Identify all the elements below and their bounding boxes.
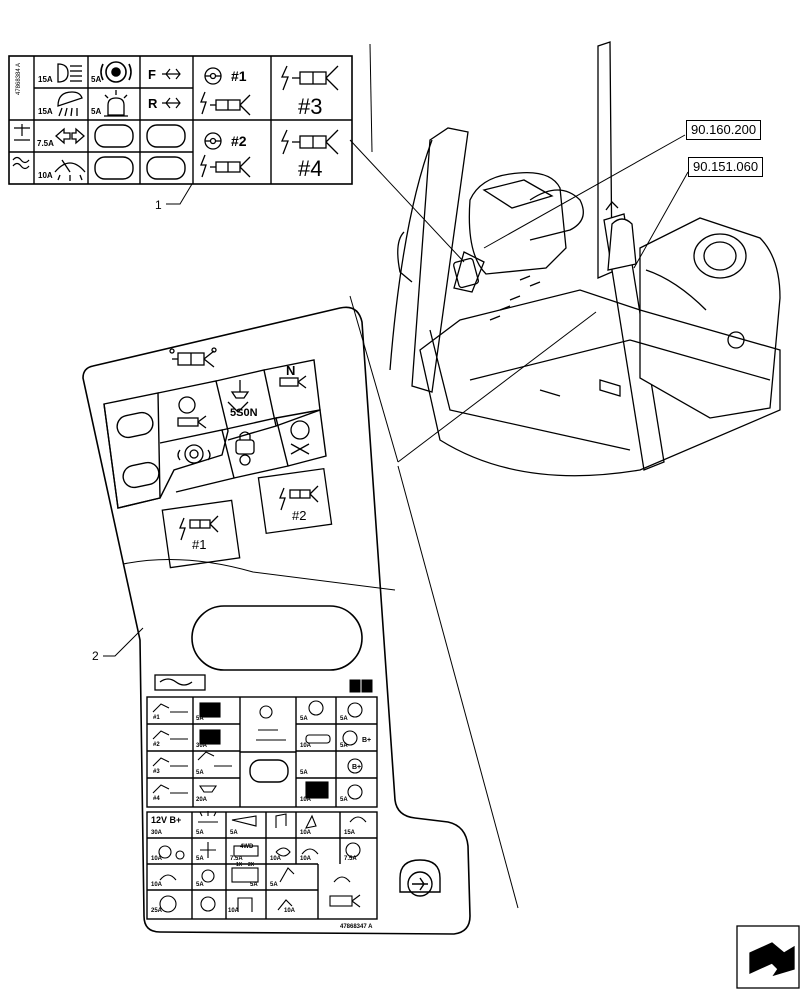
label-code: 47868347 A bbox=[340, 924, 373, 930]
callout-1-leader bbox=[166, 183, 193, 205]
svg-text:30A: 30A bbox=[196, 743, 208, 749]
fuse-label: 5A bbox=[91, 107, 101, 116]
navigation-arrow-icon[interactable] bbox=[736, 925, 800, 989]
headlight-icon bbox=[57, 63, 82, 83]
svg-text:5A: 5A bbox=[230, 830, 238, 836]
wiper-icon bbox=[54, 159, 86, 181]
svg-text:5A: 5A bbox=[196, 830, 204, 836]
label-window bbox=[191, 605, 363, 671]
svg-text:5A: 5A bbox=[196, 882, 204, 888]
parking-brake-icon bbox=[100, 61, 132, 83]
leader-line bbox=[349, 139, 465, 263]
svg-text:10A: 10A bbox=[300, 856, 312, 862]
work-light-icon bbox=[57, 91, 83, 117]
panel2-icons bbox=[161, 375, 333, 569]
svg-text:7.5A: 7.5A bbox=[344, 856, 357, 862]
fuse-label-panel-1 bbox=[8, 55, 353, 185]
valve-icon bbox=[169, 347, 217, 368]
cab-illustration bbox=[389, 41, 781, 477]
svg-text:10A: 10A bbox=[300, 743, 312, 749]
fuse-label: 10A bbox=[38, 171, 53, 180]
svg-text:5A: 5A bbox=[340, 797, 348, 803]
upper-switch-grid bbox=[103, 359, 327, 509]
svg-text:10A: 10A bbox=[151, 882, 163, 888]
valve-icon bbox=[210, 65, 339, 178]
svg-text:25A: 25A bbox=[151, 908, 163, 914]
svg-text:#4: #4 bbox=[153, 796, 160, 802]
svg-text:5A: 5A bbox=[340, 716, 348, 722]
side-code: 47868384 A bbox=[16, 63, 22, 95]
svg-text:10A: 10A bbox=[228, 908, 240, 914]
svg-text:10A: 10A bbox=[151, 856, 163, 862]
bottom-grid-icons bbox=[158, 811, 367, 913]
turn-signal-icon bbox=[55, 127, 85, 145]
svg-text:5A: 5A bbox=[196, 716, 204, 722]
fuse-label: 5A bbox=[91, 75, 101, 84]
svg-text:7.5A: 7.5A bbox=[230, 856, 243, 862]
ref-a-leader bbox=[483, 134, 686, 249]
svg-text:#2: #2 bbox=[153, 742, 160, 748]
circuit-2-label: #2 bbox=[292, 508, 306, 523]
key-symbol bbox=[399, 859, 441, 897]
svg-text:10A: 10A bbox=[270, 856, 282, 862]
callout-2-leader bbox=[103, 627, 144, 657]
svg-text:B+: B+ bbox=[362, 737, 371, 744]
leader-line bbox=[369, 43, 373, 153]
svg-text:10A: 10A bbox=[300, 830, 312, 836]
circuit-4-label: #4 bbox=[298, 156, 322, 181]
side-strip-icons bbox=[12, 124, 30, 170]
lightning-icon bbox=[200, 65, 289, 178]
middle-fuse-grid bbox=[146, 696, 378, 808]
forward-label: F bbox=[148, 67, 156, 82]
beacon-icon bbox=[104, 90, 128, 117]
svg-text:12V B+: 12V B+ bbox=[151, 815, 181, 825]
svg-text:#1: #1 bbox=[153, 715, 160, 721]
svg-text:4WD: 4WD bbox=[240, 844, 254, 850]
svg-text:5A: 5A bbox=[196, 770, 204, 776]
callout-1: 1 bbox=[155, 198, 162, 212]
fuse-label: 15A bbox=[38, 75, 53, 84]
callout-2: 2 bbox=[92, 649, 99, 663]
circuit-2-label: #2 bbox=[231, 133, 247, 149]
svg-text:1X: 1X bbox=[236, 862, 243, 868]
svg-text:30A: 30A bbox=[151, 830, 163, 836]
svg-text:5A: 5A bbox=[196, 856, 204, 862]
leader-line bbox=[397, 465, 519, 909]
fuse-label: 7.5A bbox=[37, 139, 54, 148]
circuit-1-label: #1 bbox=[231, 68, 247, 84]
svg-text:5A: 5A bbox=[250, 882, 258, 888]
svg-text:5A: 5A bbox=[300, 770, 308, 776]
svg-text:#3: #3 bbox=[153, 769, 160, 775]
svg-text:20A: 20A bbox=[196, 797, 208, 803]
middle-grid-icons bbox=[152, 700, 363, 800]
bottom-fuse-grid bbox=[146, 811, 378, 920]
svg-text:15A: 15A bbox=[344, 830, 356, 836]
middle-fuse-labels: #1 #2 #3 #4 5A 30A 5A 20A 5A 5A 10A 5A 5… bbox=[153, 715, 371, 803]
book-icon bbox=[349, 679, 373, 693]
svg-text:2X: 2X bbox=[248, 862, 255, 868]
svg-text:5A: 5A bbox=[270, 882, 278, 888]
neutral-label: N bbox=[286, 363, 295, 378]
svg-text:10A: 10A bbox=[284, 908, 296, 914]
circuit-1-label: #1 bbox=[192, 537, 206, 552]
svg-text:B+: B+ bbox=[352, 764, 361, 771]
leader-line bbox=[397, 311, 597, 463]
svg-text:5A: 5A bbox=[300, 716, 308, 722]
fuse-label: 15A bbox=[38, 107, 53, 116]
ref-box-b[interactable]: 90.151.060 bbox=[688, 157, 764, 177]
circuit-3-label: #3 bbox=[298, 94, 322, 119]
steering-wheel-icon bbox=[204, 67, 222, 150]
reverse-label: R bbox=[148, 96, 158, 111]
svg-text:5A: 5A bbox=[340, 743, 348, 749]
pressure-label: 5S0N bbox=[230, 407, 258, 419]
bottom-fuse-labels: 12V B+ 30A 5A 5A 10A 15A 10A 5A 7.5A 10A… bbox=[151, 815, 357, 914]
svg-text:10A: 10A bbox=[300, 797, 312, 803]
leader-line bbox=[349, 295, 399, 463]
ref-b-leader bbox=[633, 171, 689, 269]
wiring-symbol bbox=[154, 674, 206, 691]
ref-box-a[interactable]: 90.160.200 bbox=[686, 120, 762, 140]
